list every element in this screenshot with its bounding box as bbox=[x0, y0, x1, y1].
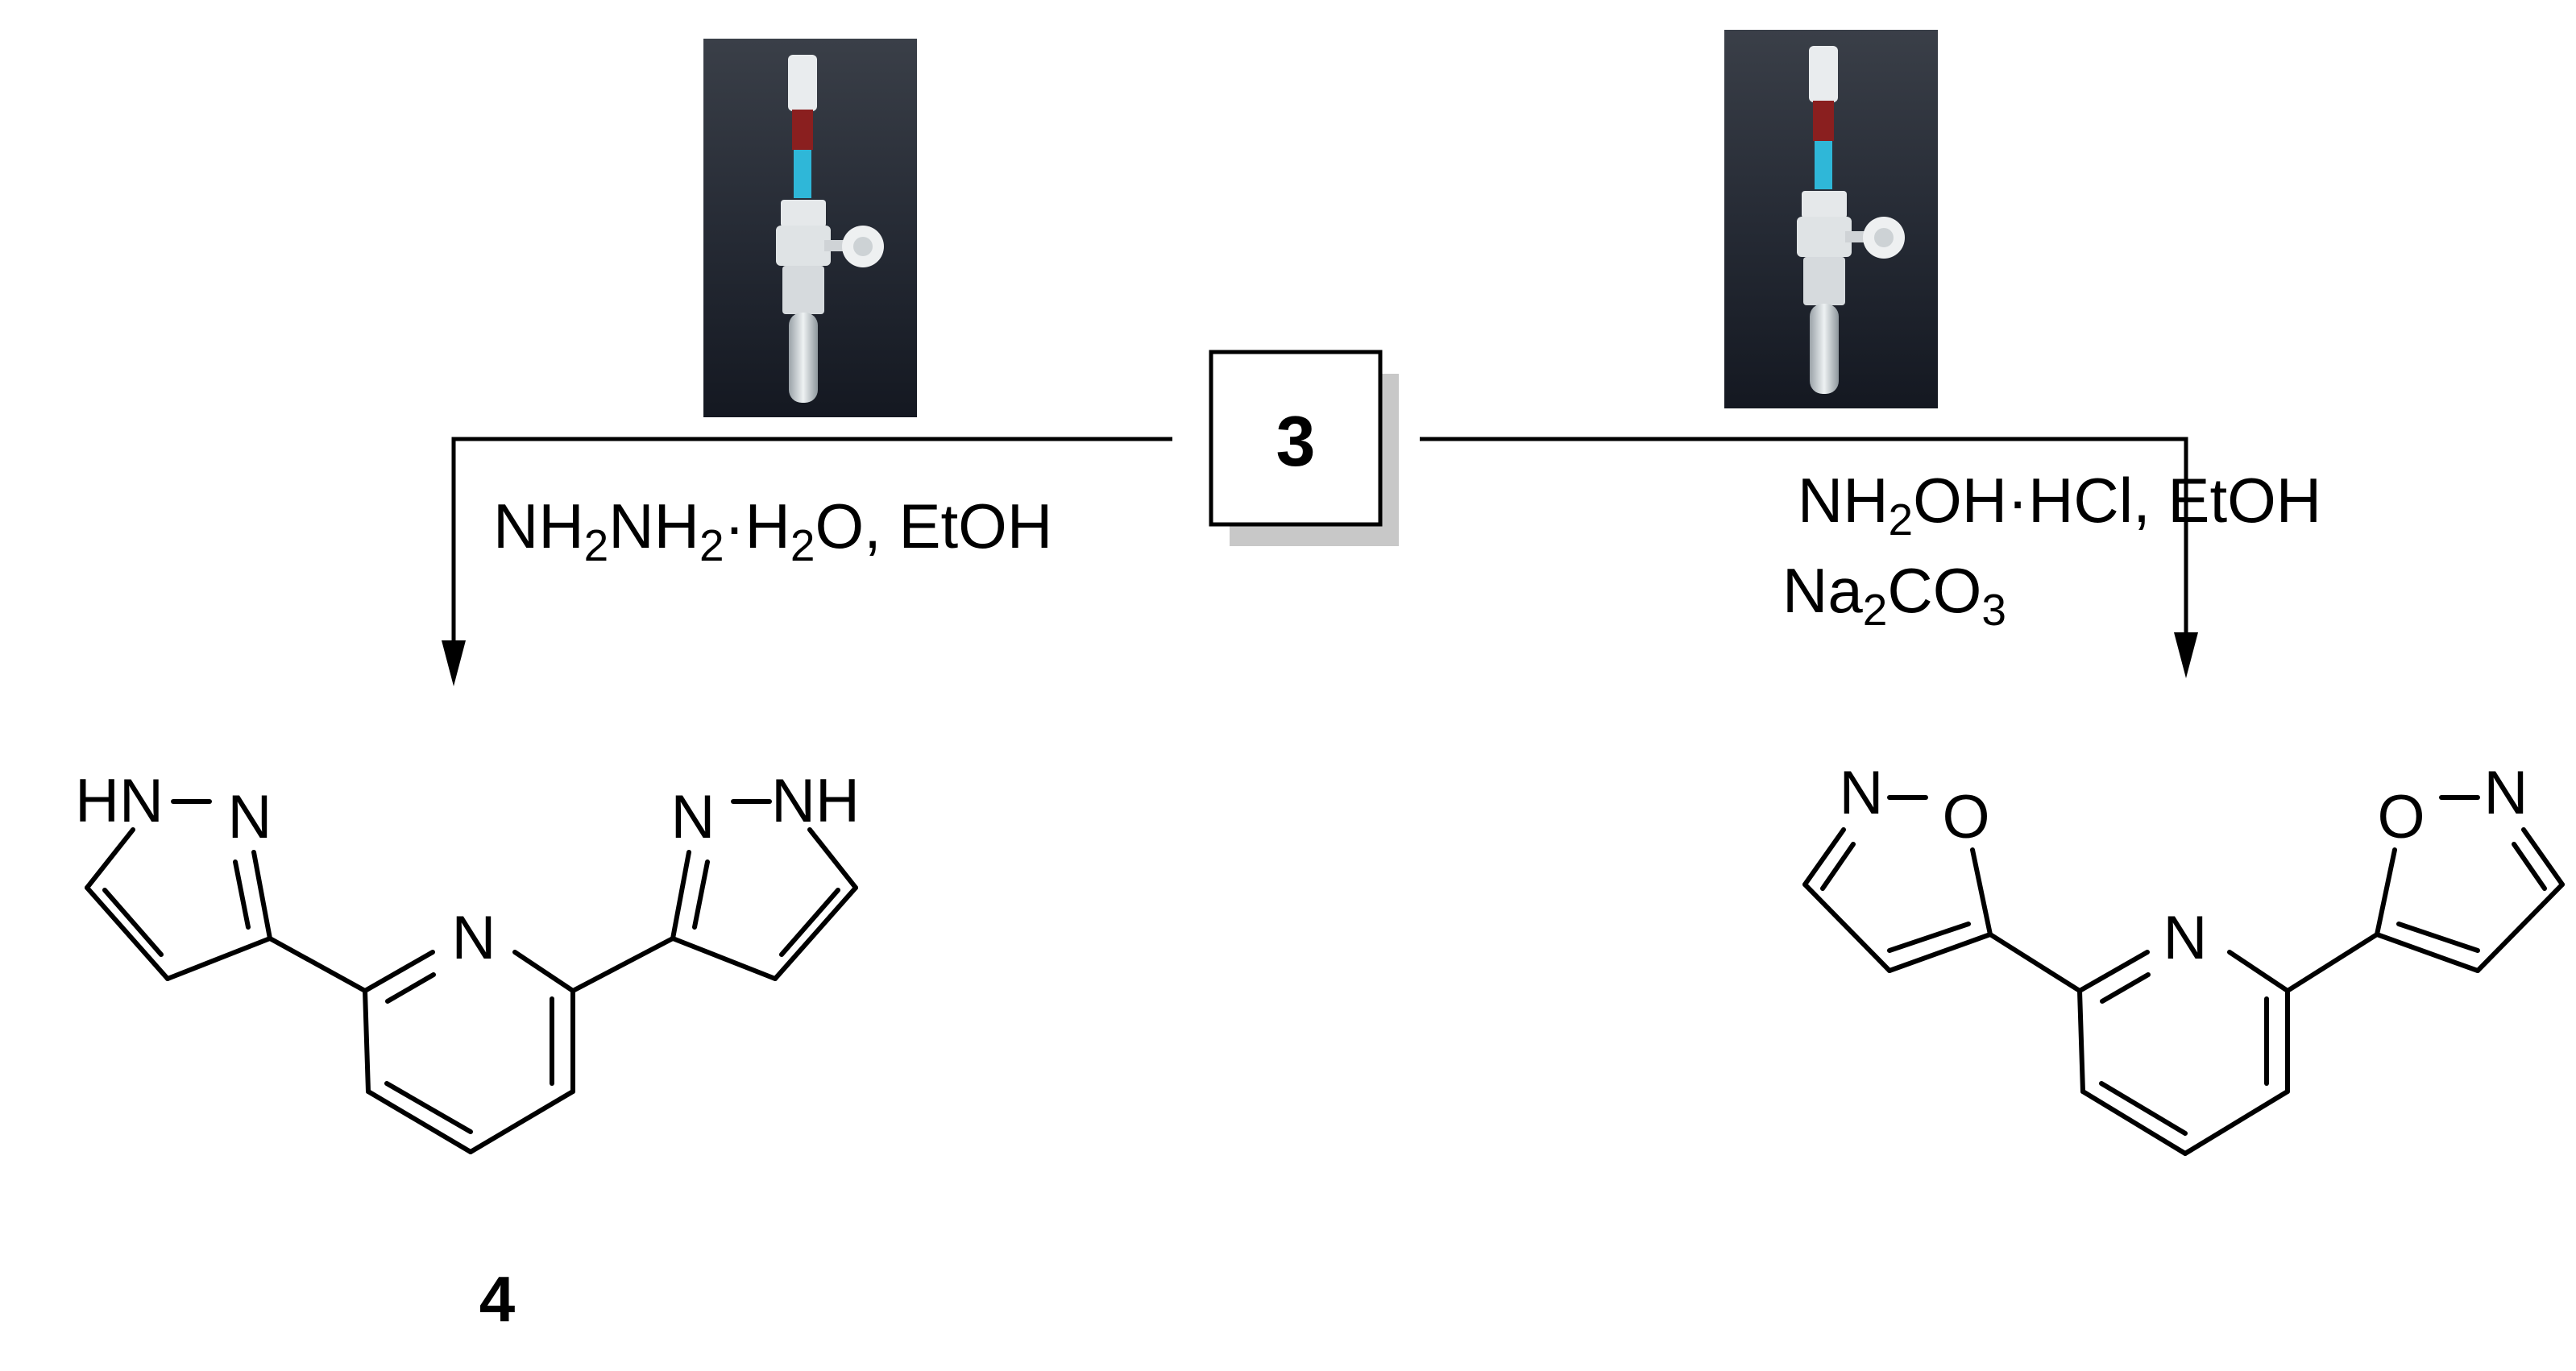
isoxazole-ring-right bbox=[2285, 795, 2565, 993]
box-frame bbox=[1209, 350, 1383, 527]
atom-n-isoxazole-right: N bbox=[2484, 759, 2528, 827]
arrowhead-left bbox=[442, 640, 466, 686]
isoxazole-ring-left bbox=[1802, 795, 2082, 993]
reagents-left: NH2NH2·H2O, EtOH bbox=[493, 491, 1052, 570]
product-4-label: 4 bbox=[479, 1263, 516, 1335]
atom-o-isoxazole-right: O bbox=[2377, 783, 2425, 851]
pyrazole-ring-left bbox=[85, 799, 367, 993]
atom-n-isoxazole-left: N bbox=[1840, 759, 1884, 827]
compound-3-box: 3 bbox=[1209, 350, 1399, 546]
arrowhead-right bbox=[2174, 632, 2198, 678]
atom-n-right: N bbox=[671, 783, 716, 851]
product-isoxazole-structure: N O N O N bbox=[1802, 759, 2565, 1156]
reagents-right-line2: Na2CO3 bbox=[1782, 555, 2006, 635]
pyridine-ring-left bbox=[363, 950, 575, 1154]
atom-n-pyridine-left: N bbox=[452, 904, 496, 972]
product-4-structure: HN N N N NH bbox=[75, 767, 860, 1154]
photoreactor-image-right bbox=[1724, 30, 1938, 408]
atom-n-pyridine-right: N bbox=[2163, 904, 2208, 972]
arrow-right bbox=[1420, 437, 2198, 678]
atom-hn-left: HN bbox=[75, 767, 164, 835]
pyridine-ring-right bbox=[2077, 950, 2290, 1156]
photoreactor-image-left bbox=[703, 39, 917, 417]
pyrazole-ring-right bbox=[570, 799, 858, 993]
reagents-right-line1: NH2OH·HCl, EtOH bbox=[1798, 465, 2321, 545]
atom-n-left: N bbox=[228, 783, 272, 851]
arrow-left bbox=[442, 437, 1172, 686]
atom-o-isoxazole-left: O bbox=[1942, 783, 1989, 851]
compound-3-label: 3 bbox=[1276, 401, 1316, 481]
atom-nh-right: NH bbox=[771, 767, 860, 835]
